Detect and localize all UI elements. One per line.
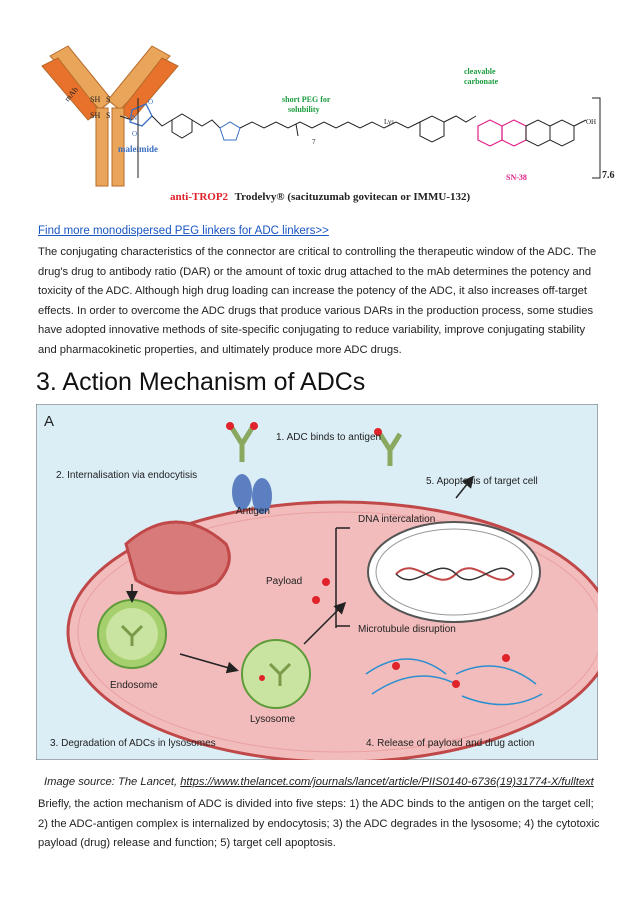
lysosome	[241, 639, 311, 709]
lysosome-label: Lysosome	[250, 714, 296, 725]
payload-icon	[312, 578, 330, 604]
dar-value: 7.6	[602, 170, 615, 181]
body-paragraph-2: Briefly, the action mechanism of ADC is …	[38, 798, 600, 850]
endosome-label: Endosome	[110, 680, 158, 691]
sn38-structure	[477, 119, 527, 147]
svg-text:N: N	[132, 114, 137, 122]
antigen-label: Antigen	[236, 506, 270, 517]
antigen-receptor	[232, 474, 252, 510]
peg-label-line2: solubility	[288, 105, 320, 114]
caption-source-link[interactable]: https://www.thelancet.com/journals/lance…	[180, 776, 594, 788]
svg-text:O: O	[132, 130, 137, 138]
microtubule-label: Microtubule disruption	[358, 624, 456, 635]
carbonate-label-line1: cleavable	[464, 67, 496, 76]
structure-caption: anti-TROP2 Trodelvy® (sacituzumab govite…	[170, 191, 470, 203]
caption-prefix: Image source: The Lancet,	[44, 776, 181, 788]
step5-label: 5. Apoptosis of target cell	[426, 476, 538, 487]
peg-label-line1: short PEG for	[282, 95, 331, 104]
caption-black: Trodelvy® (sacituzumab govitecan or IMMU…	[235, 191, 471, 203]
sn38-label: SN-38	[506, 173, 527, 182]
adc-structure-figure: mAb SH SH S S O O N maleimide short PEG …	[41, 45, 615, 203]
peg-linkers-link[interactable]: Find more monodispersed PEG linkers for …	[38, 225, 329, 237]
step3-label: 3. Degradation of ADCs in lysosomes	[50, 738, 216, 749]
adc-free-icon	[226, 422, 403, 466]
image-caption: Image source: The Lancet, https://www.th…	[44, 776, 594, 788]
linker-chain	[151, 113, 477, 143]
payload-label: Payload	[266, 576, 302, 587]
camptothecin-core	[525, 119, 587, 147]
sh-label-1: SH	[90, 95, 100, 104]
antigen-receptor-2	[252, 478, 272, 514]
carbonate-label-line2: carbonate	[464, 77, 499, 86]
caption-red: anti-TROP2	[170, 191, 229, 203]
s-label-1: S	[106, 95, 110, 104]
adc-mechanism-figure: A 1. ADC binds to antigen 2. Internalisa…	[36, 404, 598, 760]
sh-label-2: SH	[90, 111, 100, 120]
s-label-2: S	[106, 111, 110, 120]
antibody-icon	[41, 45, 179, 187]
step2-label: 2. Internalisation via endocytisis	[56, 470, 197, 481]
step4-label: 4. Release of payload and drug action	[366, 738, 534, 749]
dna-label: DNA intercalation	[358, 514, 435, 525]
panel-letter: A	[44, 413, 54, 430]
lys-label: Lys	[384, 118, 394, 126]
oh-label: OH	[586, 118, 596, 126]
body-paragraph-1: The conjugating characteristics of the c…	[38, 246, 597, 356]
step1-label: 1. ADC binds to antigen	[276, 432, 381, 443]
microtubule-icon	[365, 654, 543, 706]
bracket	[592, 97, 601, 179]
svg-text:O: O	[148, 98, 153, 106]
section-heading: 3. Action Mechanism of ADCs	[36, 368, 366, 396]
maleimide-ring: O O N	[119, 98, 153, 138]
peg-subscript: 7	[312, 138, 316, 146]
endocytic-vesicle	[124, 520, 231, 595]
